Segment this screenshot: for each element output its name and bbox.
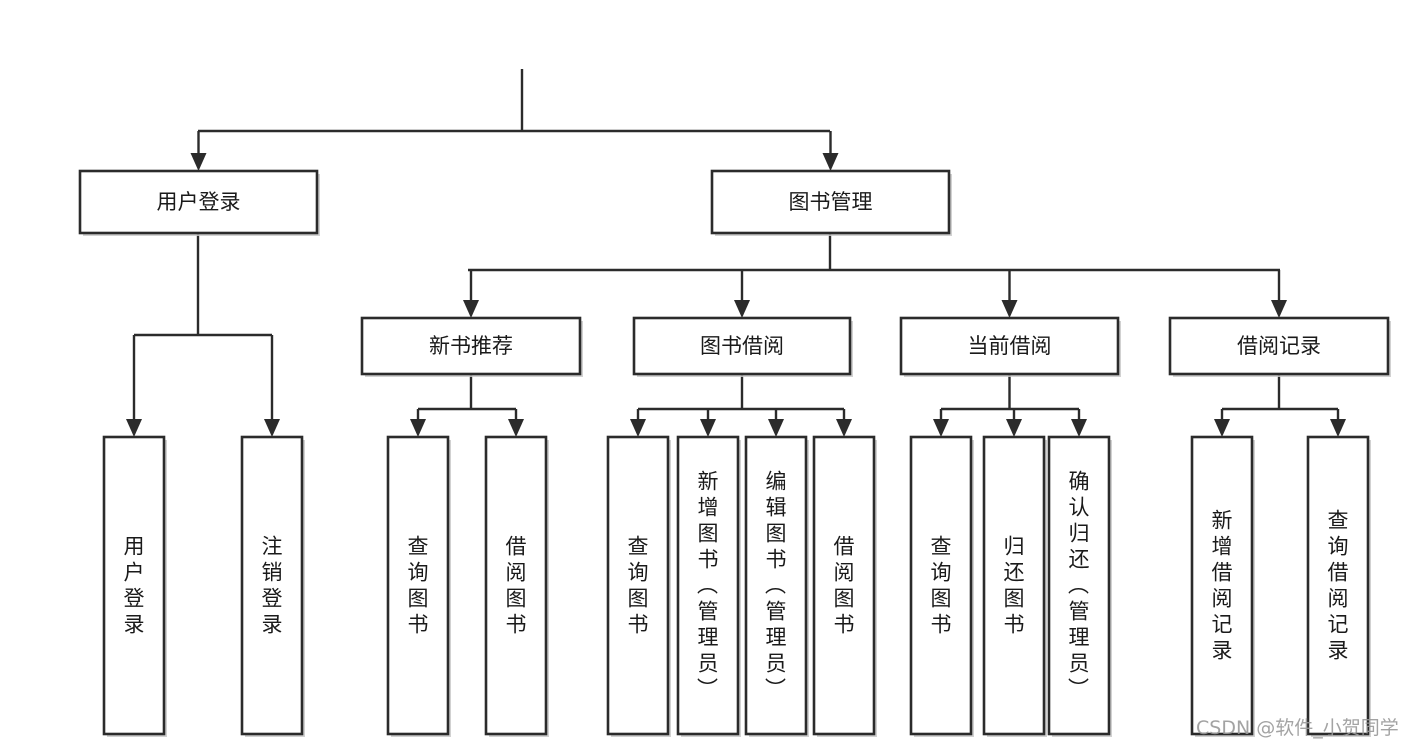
arrow-head-icon [190,153,207,171]
node-e59bbee4b9a6e7aea1e79086[interactable]: 图书管理 [710,169,952,236]
node-label: 当前借阅 [968,334,1052,358]
arrow-head-icon [630,419,646,437]
node-label: 查询借阅记录 [1328,509,1349,663]
node-e69fa5e8afa2e59bbee4b9a6[interactable]: 查询图书 [909,435,974,737]
arrow-head-icon [933,419,949,437]
arrow-head-icon [1271,300,1287,318]
box-outline[interactable] [710,169,951,235]
node-e794a8e688b7e799bbe5bd95[interactable]: 用户登录 [78,169,320,236]
arrow-head-icon [1071,419,1087,437]
arrow-head-icon [126,419,142,437]
node-e696b0e5a29ee59bbee4b9a6efbc[interactable]: 新增图书（管理员） [676,435,741,737]
node-label: 新增图书（管理员） [697,470,719,702]
node-label: 查询图书 [628,535,649,637]
box-outline[interactable] [744,435,808,736]
arrow-head-icon [1214,419,1230,437]
node-label: 借阅图书 [506,535,527,637]
box-outline[interactable] [1190,435,1254,736]
arrow-head-icon [768,419,784,437]
box-outline[interactable] [102,435,166,736]
node-e6b3a8e99480e799bbe5bd95[interactable]: 注销登录 [240,435,305,737]
box-outline[interactable] [606,435,670,736]
node-e696b0e5a29ee5809fe99885e8ae[interactable]: 新增借阅记录 [1190,435,1255,737]
node-label: 用户登录 [157,190,241,214]
node-label: 查询图书 [408,535,429,637]
arrow-head-icon [264,419,280,437]
csdn-watermark: CSDN @软件_小贺同学 [1196,717,1399,739]
box-outline[interactable] [909,435,973,736]
connectors-layer [126,69,1346,437]
arrow-head-icon [508,419,524,437]
arrow-head-icon [410,419,426,437]
node-label: 确认归还（管理员） [1068,470,1090,702]
arrow-head-icon [836,419,852,437]
box-outline[interactable] [240,435,304,736]
node-label: 归还图书 [1004,535,1025,637]
box-outline[interactable] [676,435,740,736]
arrow-head-icon [822,153,839,171]
box-outline[interactable] [78,169,319,235]
node-e59bbee4b9a6e5809fe99885[interactable]: 图书借阅 [632,316,853,377]
node-e69fa5e8afa2e5809fe99885e8ae[interactable]: 查询借阅记录 [1306,435,1371,737]
node-label: 借阅图书 [834,535,855,637]
box-outline[interactable] [982,435,1046,736]
box-outline[interactable] [1168,316,1390,376]
box-outline[interactable] [899,316,1120,376]
node-e5bd92e8bf98e59bbee4b9a6[interactable]: 归还图书 [982,435,1047,737]
arrow-head-icon [1001,300,1018,318]
node-e69fa5e8afa2e59bbee4b9a6[interactable]: 查询图书 [386,435,451,737]
node-e5809fe99885e59bbee4b9a6[interactable]: 借阅图书 [812,435,877,737]
node-label: 新书推荐 [429,334,513,358]
node-e696b0e4b9a6e68ea8e88d90[interactable]: 新书推荐 [360,316,583,377]
arrow-head-icon [700,419,716,437]
node-e5809fe99885e8aeb0e5bd95[interactable]: 借阅记录 [1168,316,1391,377]
box-outline[interactable] [484,435,548,736]
node-label: 用户登录 [124,535,145,637]
node-label: 图书借阅 [700,334,784,358]
node-e7a1aee8aea4e5bd92e8bf98efbc[interactable]: 确认归还（管理员） [1047,435,1112,737]
box-outline[interactable] [812,435,876,736]
box-outline[interactable] [632,316,852,376]
box-outline[interactable] [1306,435,1370,736]
boxes-layer: 用户登录图书管理用户登录注销登录新书推荐查询图书借阅图书图书借阅查询图书新增图书… [78,169,1391,737]
node-e794a8e688b7e799bbe5bd95[interactable]: 用户登录 [102,435,167,737]
box-outline[interactable] [360,316,582,376]
node-e7bc96e8be91e59bbee4b9a6efbc[interactable]: 编辑图书（管理员） [744,435,809,737]
node-e5809fe99885e59bbee4b9a6[interactable]: 借阅图书 [484,435,549,737]
node-label: 借阅记录 [1237,334,1321,358]
node-label: 编辑图书（管理员） [765,470,787,702]
node-label: 查询图书 [931,535,952,637]
node-label: 新增借阅记录 [1212,509,1233,663]
node-label: 图书管理 [789,190,873,214]
box-outline[interactable] [1047,435,1111,736]
node-label: 注销登录 [262,535,283,637]
box-outline[interactable] [386,435,450,736]
arrow-head-icon [1006,419,1022,437]
arrow-head-icon [734,300,750,318]
node-e5bd93e5898de5809fe99885[interactable]: 当前借阅 [899,316,1121,377]
arrow-head-icon [463,300,479,318]
arrow-head-icon [1330,419,1346,437]
node-e69fa5e8afa2e59bbee4b9a6[interactable]: 查询图书 [606,435,671,737]
